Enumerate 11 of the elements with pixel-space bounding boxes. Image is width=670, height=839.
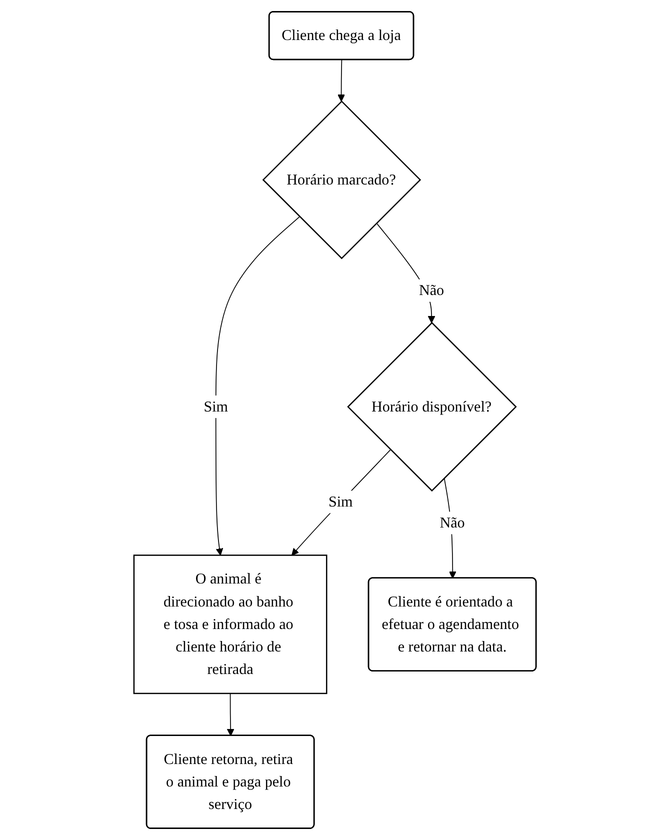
edge-label: Sim [204, 397, 228, 414]
edge-label: Não [418, 281, 444, 298]
arrow [226, 692, 234, 736]
edge-label: Não [440, 514, 465, 530]
node-diamond: Horário disponível? [347, 321, 517, 492]
arrow [338, 58, 345, 102]
arrow [292, 448, 391, 556]
node-diamond: Horário marcado? [262, 100, 422, 259]
edge-label: Sim [328, 492, 353, 510]
node-box: O animal é direcionado ao banho e tosa e informado ao cliente horário de retirada [133, 554, 328, 694]
arrow [215, 216, 300, 556]
